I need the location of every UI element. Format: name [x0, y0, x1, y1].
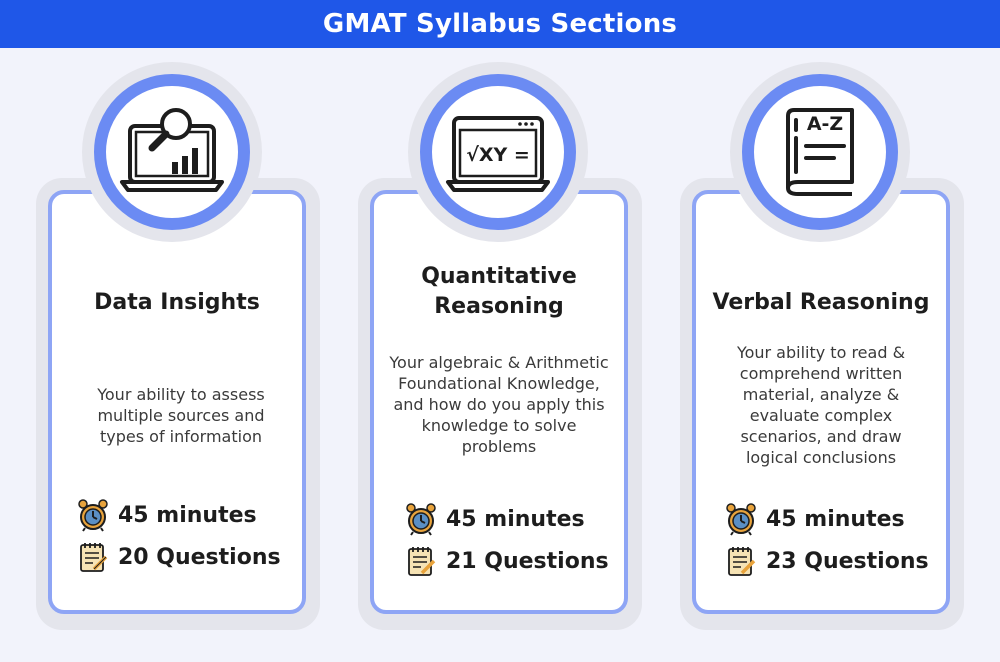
icon-badge — [82, 62, 262, 242]
duration-text: 45 minutes — [766, 506, 905, 532]
duration-text: 45 minutes — [118, 502, 257, 528]
laptop-math-icon: √XY = — [446, 116, 550, 192]
questions-row: 21 Questions — [404, 544, 609, 578]
header-banner: GMAT Syllabus Sections — [0, 0, 1000, 48]
card-body: Verbal Reasoning Your ability to read & … — [692, 190, 950, 614]
questions-text: 20 Questions — [118, 544, 281, 570]
notepad-pencil-icon — [76, 540, 110, 574]
card-body: Data Insights Your ability to assess mul… — [48, 190, 306, 614]
a-z-text: A-Z — [807, 113, 843, 135]
section-description: Your ability to assess multiple sources … — [97, 385, 265, 446]
math-formula-text: √XY = — [466, 144, 530, 166]
duration-text: 45 minutes — [446, 506, 585, 532]
section-title: Verbal Reasoning — [712, 290, 930, 315]
questions-text: 21 Questions — [446, 548, 609, 574]
notepad-pencil-icon — [404, 544, 438, 578]
book-a-z-icon: A-Z — [786, 108, 854, 196]
alarm-clock-icon — [76, 498, 110, 532]
alarm-clock-icon — [724, 502, 758, 536]
alarm-clock-icon — [404, 502, 438, 536]
icon-badge: A-Z — [730, 62, 910, 242]
notepad-pencil-icon — [724, 544, 758, 578]
duration-row: 45 minutes — [724, 502, 905, 536]
section-description: Your algebraic & Arithmetic Foundational… — [389, 353, 609, 456]
section-description: Your ability to read & comprehend writte… — [736, 343, 906, 467]
card-body: Quantitative Reasoning Your algebraic & … — [370, 190, 628, 614]
questions-row: 23 Questions — [724, 544, 929, 578]
questions-row: 20 Questions — [76, 540, 281, 574]
duration-row: 45 minutes — [76, 498, 257, 532]
questions-text: 23 Questions — [766, 548, 929, 574]
section-card-verbal-reasoning: Verbal Reasoning Your ability to read & … — [680, 178, 964, 630]
page-title: GMAT Syllabus Sections — [322, 9, 678, 39]
icon-badge: √XY = — [408, 62, 588, 242]
section-title: Quantitative Reasoning — [421, 264, 577, 319]
section-card-data-insights: Data Insights Your ability to assess mul… — [36, 178, 320, 630]
section-title: Data Insights — [94, 290, 260, 315]
duration-row: 45 minutes — [404, 502, 585, 536]
laptop-magnifier-chart-icon — [120, 108, 224, 192]
section-card-quantitative-reasoning: Quantitative Reasoning Your algebraic & … — [358, 178, 642, 630]
